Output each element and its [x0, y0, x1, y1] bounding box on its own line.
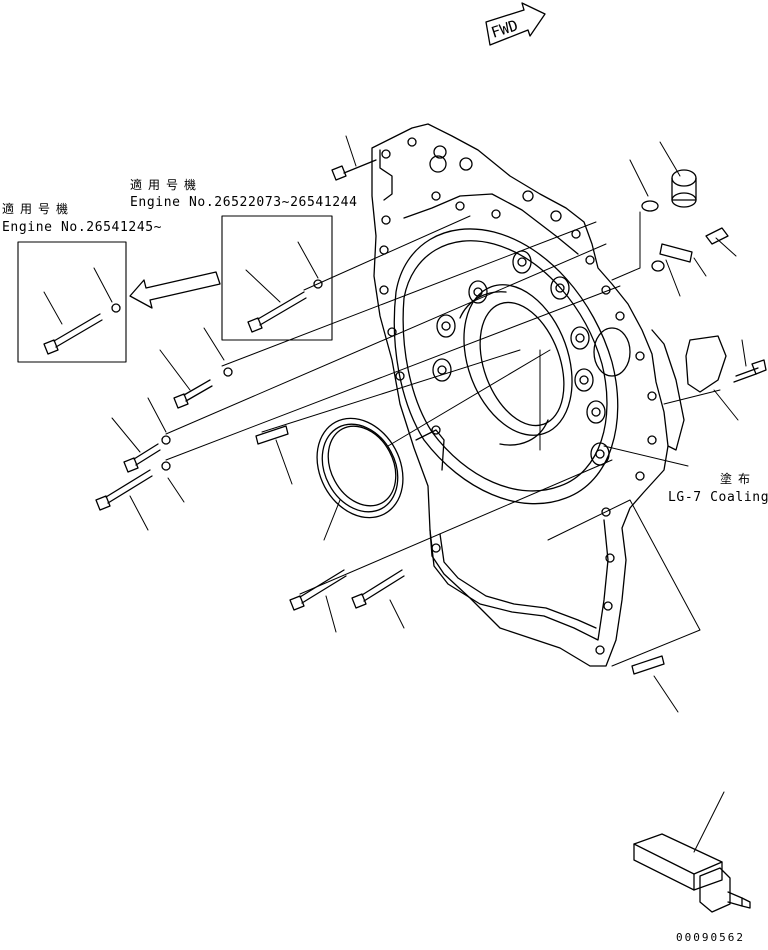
- drawing-number: 00090562: [676, 931, 745, 944]
- callout-box-right: [221, 215, 333, 341]
- dowel-pin: [255, 425, 665, 675]
- callout-left-title: 適用号機: [2, 202, 75, 216]
- housing-bolt-holes: [379, 137, 657, 655]
- callout-left-engine-range: Engine No.26541245~: [2, 220, 163, 235]
- callout-box-left: [17, 241, 127, 363]
- coating-note-en: LG-7 Coaling: [668, 490, 768, 505]
- pointer-arrow-icon: [129, 271, 221, 309]
- oil-seal: [316, 417, 404, 519]
- cover-plate: [685, 335, 767, 393]
- plug: [641, 169, 729, 272]
- leader-lines: [43, 135, 747, 853]
- fwd-arrow-icon: [485, 2, 546, 46]
- coating-note-jp: 塗布: [720, 472, 757, 486]
- flywheel-housing: [371, 123, 685, 667]
- callout-right-title: 適用号機: [130, 178, 203, 192]
- bolts: [43, 159, 405, 611]
- callout-right-engine-range: Engine No.26522073~26541244: [130, 195, 358, 210]
- installer-tool: [633, 833, 751, 913]
